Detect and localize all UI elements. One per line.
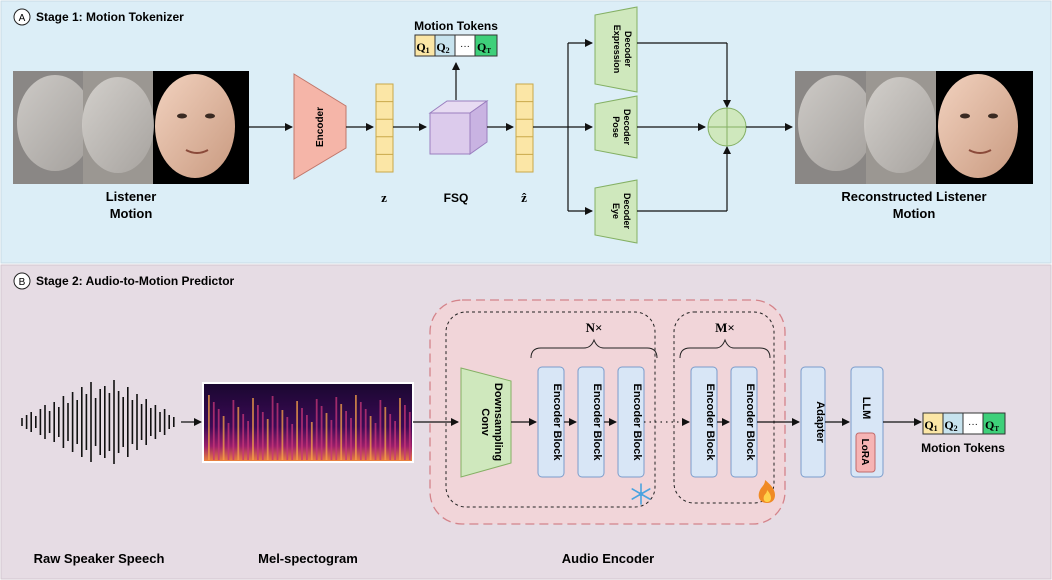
zhat-to-decoders-connectors bbox=[533, 39, 593, 215]
reconstructed-label-line2: Motion bbox=[893, 206, 936, 221]
fsq-label: FSQ bbox=[444, 191, 469, 205]
z-label: z bbox=[381, 190, 387, 205]
reconstructed-label-line1: Reconstructed Listener bbox=[841, 189, 986, 204]
lora-block bbox=[855, 432, 876, 473]
stage2-motion-tokens-label: Motion Tokens bbox=[921, 441, 1005, 455]
audio-encoder-label: Audio Encoder bbox=[562, 551, 654, 566]
stage1-token-q1: Q1 bbox=[416, 40, 429, 55]
conv-label-2: Downsampling bbox=[492, 383, 504, 461]
sum-node bbox=[707, 107, 747, 147]
fire-icon bbox=[758, 480, 775, 503]
encoder-label: Encoder bbox=[315, 107, 326, 147]
zhat-label: ẑ bbox=[521, 190, 527, 205]
m-repeat-label: M× bbox=[715, 320, 735, 335]
listener-motion-image bbox=[13, 71, 249, 184]
m-brace bbox=[679, 338, 771, 359]
eye-decoder-label-2: Decoder bbox=[622, 193, 632, 230]
stage1-token-dots: ··· bbox=[460, 41, 470, 52]
pose-decoder bbox=[594, 95, 638, 159]
frozen-group-box bbox=[445, 311, 656, 508]
expression-decoder-label-1: Expression bbox=[612, 25, 622, 74]
reconstructed-motion-image bbox=[795, 71, 1033, 184]
snowflake-icon bbox=[631, 483, 651, 505]
trainable-group-box bbox=[673, 311, 775, 504]
n-repeat-label: N× bbox=[586, 320, 603, 335]
mel-spectrogram-image bbox=[202, 382, 414, 463]
listener-label-line1: Listener bbox=[106, 189, 157, 204]
z-latent-column bbox=[375, 83, 394, 173]
frozen-encoder-block-2-label: Encoder Block bbox=[591, 383, 603, 461]
stage2-badge: B bbox=[19, 277, 26, 288]
trainable-encoder-block-2-label: Encoder Block bbox=[744, 383, 756, 461]
pose-decoder-label-2: Decoder bbox=[622, 109, 632, 146]
stage1-token-qt: QT bbox=[477, 40, 491, 55]
stage1-badge: A bbox=[19, 13, 26, 24]
stage2-badge-circle bbox=[13, 272, 31, 290]
stage1-motion-tokens-label: Motion Tokens bbox=[414, 19, 498, 33]
frozen-encoder-block-1-label: Encoder Block bbox=[551, 383, 563, 461]
n-brace bbox=[530, 338, 658, 359]
raw-speech-waveform bbox=[21, 380, 175, 464]
expression-decoder-label-2: Decoder bbox=[623, 31, 633, 68]
listener-label-line2: Motion bbox=[110, 206, 153, 221]
encoder-block bbox=[293, 73, 347, 180]
eye-decoder-label-1: Eye bbox=[611, 203, 621, 219]
stage1-title: Stage 1: Motion Tokenizer bbox=[36, 10, 184, 24]
stage2-token-sequence: Q1 Q2 ··· QT bbox=[922, 412, 1006, 435]
frozen-encoder-block-3-label: Encoder Block bbox=[631, 383, 643, 461]
stage1-badge-circle bbox=[13, 8, 31, 26]
llm-label: LLM bbox=[860, 397, 872, 420]
fsq-cube bbox=[428, 100, 489, 155]
stage2-token-qt: QT bbox=[985, 418, 999, 433]
eye-decoder bbox=[594, 179, 638, 244]
stage2-title: Stage 2: Audio-to-Motion Predictor bbox=[36, 274, 235, 288]
stage2-token-q2: Q2 bbox=[944, 418, 957, 433]
raw-speech-label: Raw Speaker Speech bbox=[34, 551, 165, 566]
stage1-token-sequence: Q1 Q2 ··· QT bbox=[414, 34, 498, 57]
mel-label: Mel-spectogram bbox=[258, 551, 358, 566]
stage1-token-q2: Q2 bbox=[436, 40, 449, 55]
conv-downsampling-block bbox=[460, 367, 512, 478]
expression-decoder bbox=[594, 6, 638, 93]
decoders-to-sum-connectors bbox=[637, 42, 731, 212]
lora-label: LoRA bbox=[859, 439, 870, 466]
pose-decoder-label-1: Pose bbox=[611, 116, 621, 138]
adapter-label: Adapter bbox=[814, 401, 826, 443]
stage2-token-q1: Q1 bbox=[924, 418, 937, 433]
stage2-token-dots: ··· bbox=[968, 419, 978, 430]
conv-label-1: Conv bbox=[479, 408, 491, 436]
trainable-encoder-block-1-label: Encoder Block bbox=[704, 383, 716, 461]
zhat-latent-column bbox=[515, 83, 534, 173]
